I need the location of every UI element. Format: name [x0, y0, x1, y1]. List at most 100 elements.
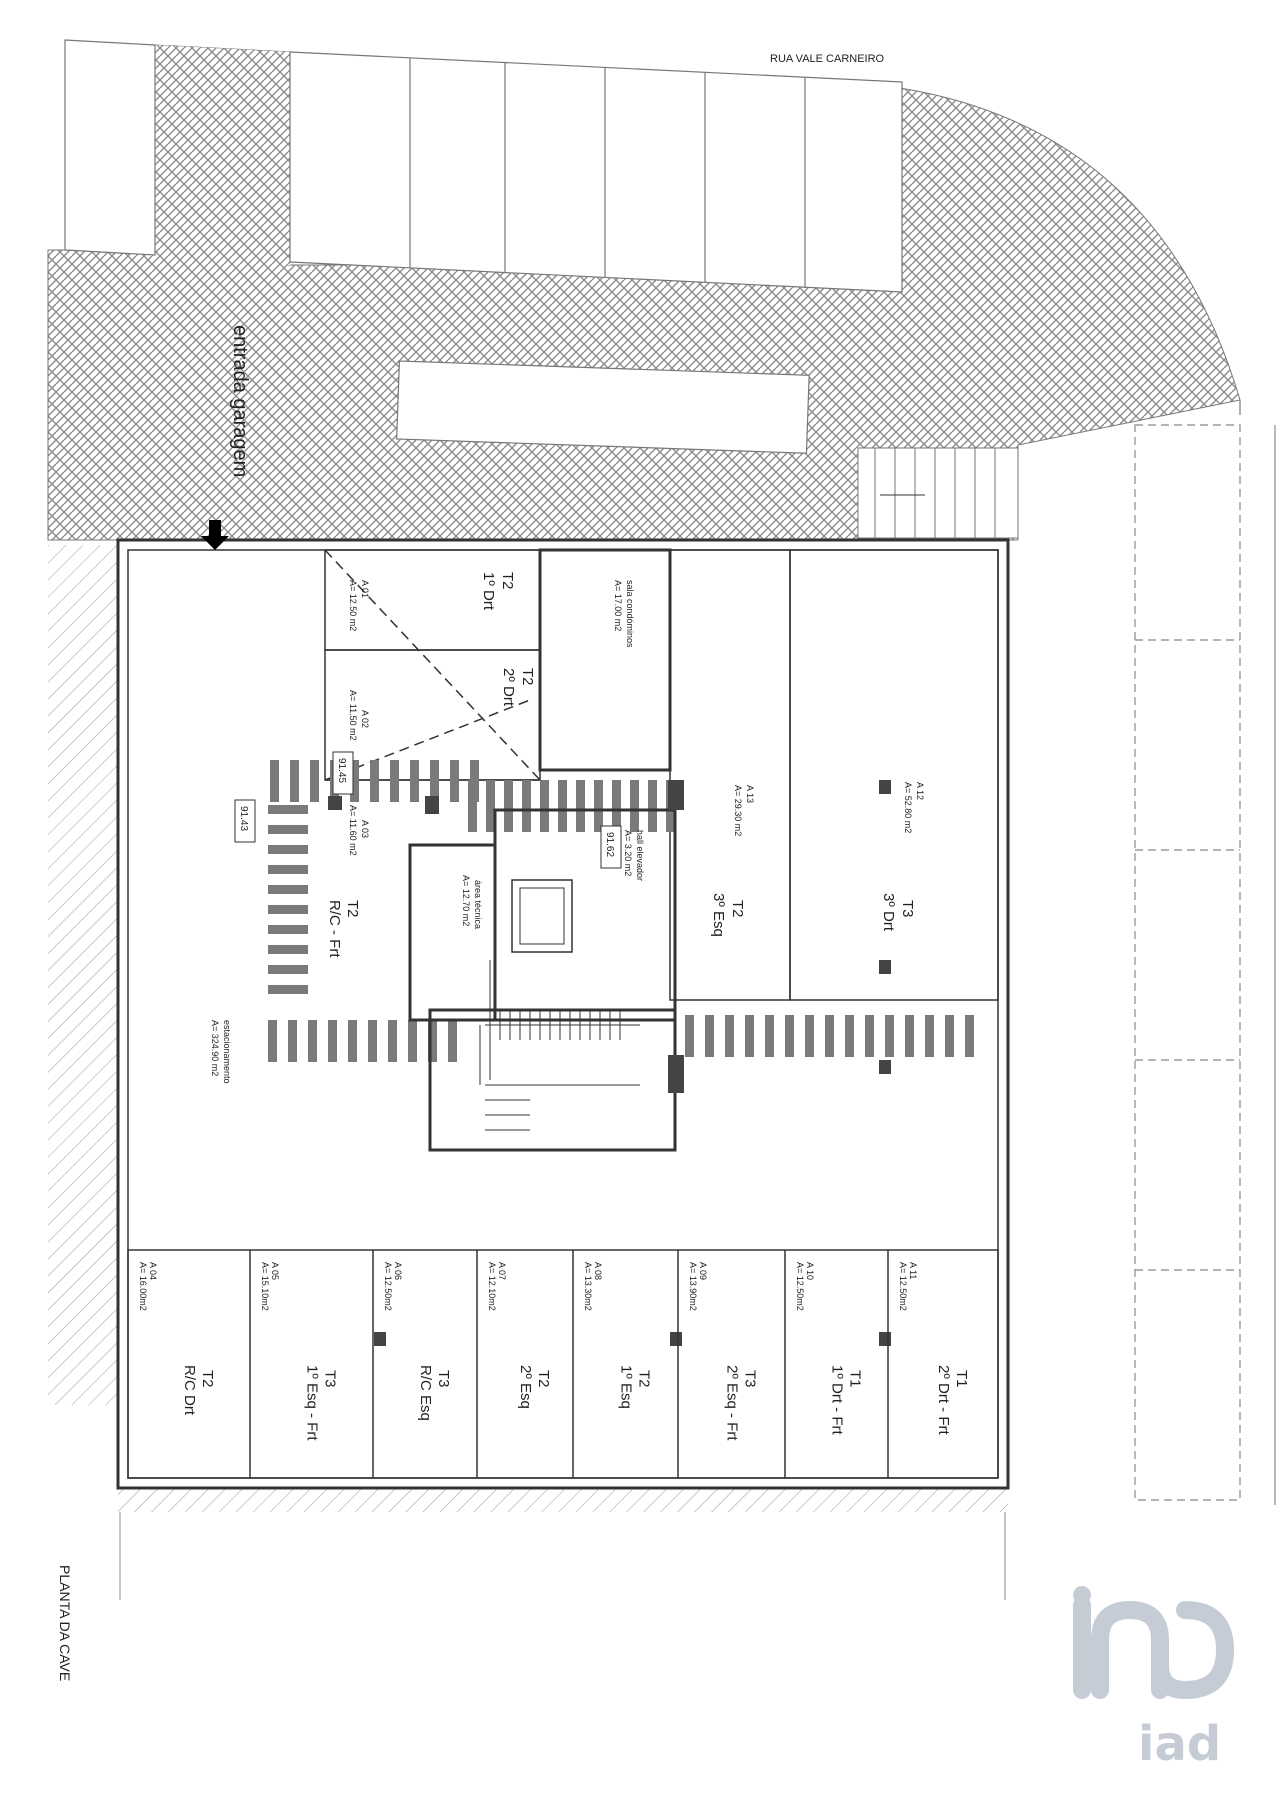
storage-id: A 10	[805, 1262, 815, 1280]
stripe-west	[268, 825, 308, 834]
bottom-ground-hatch	[118, 1488, 1008, 1512]
stripe-south	[368, 1020, 377, 1062]
unit-floor: 1º Drt	[480, 572, 497, 611]
storage-id: A 13	[745, 785, 755, 803]
storage-id: A 12	[915, 782, 925, 800]
stripe-center	[504, 780, 513, 832]
stripe-north	[430, 760, 439, 802]
room-area: A= 17.00 m2	[613, 580, 623, 631]
room-name: sala condóminos	[625, 580, 635, 648]
unit-type: T2	[636, 1370, 653, 1388]
storage-area: A= 15.10m2	[260, 1262, 270, 1311]
unit-type: T2	[199, 1370, 216, 1388]
neighbour-outline	[1134, 424, 1276, 1505]
storage-area: A= 13.30m2	[583, 1262, 593, 1311]
stripe-west	[268, 865, 308, 874]
unit-floor: 3º Drt	[880, 893, 897, 932]
storage-area: A= 11.60 m2	[348, 805, 358, 856]
unit-floor: 1º Esq	[618, 1365, 635, 1409]
paved-area	[47, 44, 1241, 541]
stripe-south	[348, 1020, 357, 1062]
stripe-east	[725, 1015, 734, 1057]
stripe-west	[268, 945, 308, 954]
room-area: A= 324.90 m2	[210, 1020, 220, 1076]
room-name: estacionamento	[222, 1020, 232, 1084]
stripe-south	[388, 1020, 397, 1062]
unit-floor: 2º Esq	[517, 1365, 534, 1409]
stripe-south	[268, 1020, 277, 1062]
unit-type: T2	[344, 900, 361, 918]
street-parking	[64, 39, 1241, 454]
stripe-center	[522, 780, 531, 832]
stripe-center	[540, 780, 549, 832]
stripe-west	[268, 905, 308, 914]
storage-id: A 02	[360, 710, 370, 728]
unit-type: T1	[847, 1370, 864, 1388]
stripe-east	[925, 1015, 934, 1057]
stripe-center	[576, 780, 585, 832]
stripe-center	[468, 780, 477, 832]
entrance-text: entrada garagem	[229, 325, 251, 477]
stripe-east	[825, 1015, 834, 1057]
stripe-south	[328, 1020, 337, 1062]
room-name: área técnica	[473, 880, 483, 929]
storage-id: A 05	[270, 1262, 280, 1280]
logo-text: iad	[1138, 1716, 1221, 1772]
storage-area: A= 12.50m2	[383, 1262, 393, 1311]
elevation-tag-2: 91.45	[336, 758, 347, 783]
stripe-east	[705, 1015, 714, 1057]
stripe-east	[885, 1015, 894, 1057]
stripe-north	[390, 760, 399, 802]
storage-id: A 01	[360, 580, 370, 598]
elevation-tag-3: 91.62	[604, 832, 615, 857]
unit-type: T1	[953, 1370, 970, 1388]
stripe-south	[448, 1020, 457, 1062]
unit-type: T2	[729, 900, 746, 918]
unit-type: T3	[899, 900, 916, 918]
stripe-center	[630, 780, 639, 832]
top-storage-walls	[324, 548, 999, 1001]
storage-id: A 07	[497, 1262, 507, 1280]
unit-type: T3	[322, 1370, 339, 1388]
stripe-north	[310, 760, 319, 802]
stripe-east	[745, 1015, 754, 1057]
stripe-east	[805, 1015, 814, 1057]
stripe-west	[268, 845, 308, 854]
exterior-stair	[857, 447, 1019, 539]
unit-floor: 2º Drt	[500, 668, 517, 707]
stripe-north	[270, 760, 279, 802]
unit-floor: R/C Drt	[181, 1365, 198, 1416]
storage-id: A 03	[360, 820, 370, 838]
storage-area: A= 12.10m2	[487, 1262, 497, 1311]
stripe-west	[268, 925, 308, 934]
entrance-label: entrada garagem	[229, 325, 251, 477]
unit-floor: 2º Drt - Frt	[935, 1365, 952, 1435]
stripe-north	[410, 760, 419, 802]
unit-floor: R/C - Frt	[326, 900, 343, 958]
storage-area: A= 12.50m2	[795, 1262, 805, 1311]
left-ground-hatch	[48, 545, 118, 1405]
storage-id: A 11	[908, 1262, 918, 1279]
storage-id: A 08	[593, 1262, 603, 1280]
stripe-center	[648, 780, 657, 832]
unit-type: T2	[499, 572, 516, 590]
unit-type: T2	[535, 1370, 552, 1388]
structural-columns	[328, 780, 891, 1346]
room-area: A= 12.70 m2	[461, 875, 471, 926]
stripe-east	[865, 1015, 874, 1057]
storage-area: A= 52.80 m2	[903, 782, 913, 833]
iad-logo: iad	[1073, 1586, 1235, 1772]
stripe-east	[765, 1015, 774, 1057]
storage-id: A 09	[698, 1262, 708, 1280]
stripe-east	[905, 1015, 914, 1057]
stripe-west	[268, 965, 308, 974]
storage-area: A= 13.90m2	[688, 1262, 698, 1311]
stripe-center	[558, 780, 567, 832]
stripe-west	[268, 985, 308, 994]
stripe-west	[268, 885, 308, 894]
stripe-east	[785, 1015, 794, 1057]
elevation-tag-1: 91.43	[238, 806, 249, 831]
stripe-east	[945, 1015, 954, 1057]
unit-floor: 3º Esq	[710, 893, 727, 937]
stripe-south	[288, 1020, 297, 1062]
